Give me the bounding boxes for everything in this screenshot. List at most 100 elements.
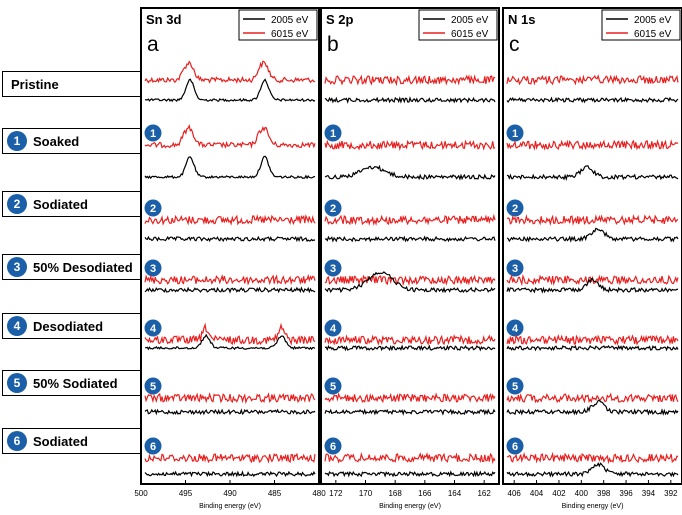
- panel-frame: [320, 7, 500, 485]
- x-tick-label: 400: [575, 489, 589, 498]
- series-6015-line: [324, 213, 496, 227]
- x-tick-label: 394: [642, 489, 656, 498]
- series-2005-line: [324, 164, 496, 181]
- sample-number-badge: 2: [7, 194, 27, 214]
- sample-number-text: 5: [330, 381, 336, 393]
- series-2005-line: [324, 344, 496, 352]
- series-6015-line: [144, 322, 316, 346]
- sample-number-badge: [324, 259, 342, 277]
- panel-title: Sn 3d: [146, 12, 181, 27]
- series-2005-line: [506, 344, 679, 352]
- panel-letter: c: [509, 33, 520, 56]
- series-2005-line: [324, 470, 496, 478]
- panel-title: S 2p: [326, 12, 354, 27]
- x-tick-label: 166: [418, 489, 432, 498]
- sample-number-text: 6: [330, 441, 336, 453]
- x-tick-label: 170: [359, 489, 373, 498]
- sample-number-badge: 4: [7, 316, 27, 336]
- series-2005-line: [144, 333, 316, 351]
- sample-number-text: 6: [150, 441, 156, 453]
- x-tick-label: 396: [619, 489, 633, 498]
- series-6015-line: [324, 139, 496, 152]
- legend-label: 6015 eV: [634, 29, 672, 40]
- legend-box: [601, 9, 681, 41]
- legend-label: 2005 eV: [634, 15, 672, 26]
- sample-number-text: 1: [150, 128, 156, 140]
- series-2005-line: [506, 96, 679, 104]
- series-6015-line: [144, 214, 316, 226]
- series-6015-line: [144, 452, 316, 464]
- series-2005-line: [506, 227, 679, 243]
- series-2005-line: [324, 271, 496, 294]
- series-2005-line: [324, 235, 496, 243]
- series-2005-line: [324, 96, 496, 104]
- sample-number-badge: [506, 319, 524, 337]
- sample-number-badge: [324, 319, 342, 337]
- series-6015-line: [324, 74, 496, 87]
- sample-label-text: 50% Desodiated: [33, 259, 133, 275]
- panel-frame: [502, 7, 682, 485]
- sample-number-badge: 5: [7, 373, 27, 393]
- series-6015-line: [144, 391, 316, 405]
- series-6015-line: [324, 392, 496, 404]
- series-6015-line: [506, 392, 679, 404]
- x-tick-label: 402: [552, 489, 566, 498]
- x-tick-label: 392: [664, 489, 678, 498]
- sample-label-text: Sodiated: [33, 433, 88, 449]
- x-axis-label: Binding energy (eV): [199, 503, 261, 510]
- sample-label-0: Pristine: [2, 71, 141, 97]
- x-axis-label: Binding energy (eV): [379, 503, 441, 510]
- sample-number-text: 1: [512, 128, 518, 140]
- x-tick-label: 500: [134, 489, 148, 498]
- sample-label-text: Desodiated: [33, 318, 104, 334]
- x-tick-label: 495: [179, 489, 193, 498]
- panel-letter: b: [327, 33, 339, 56]
- legend-label: 6015 eV: [271, 29, 309, 40]
- sample-number-text: 5: [150, 381, 156, 393]
- sample-number-badge: [324, 377, 342, 395]
- panel-letter: a: [147, 33, 159, 56]
- sample-number-badge: [144, 319, 162, 337]
- x-tick-label: 168: [388, 489, 402, 498]
- series-6015-line: [506, 74, 679, 86]
- sample-label-4: 4 Desodiated: [2, 313, 141, 339]
- sample-number-text: 6: [512, 441, 518, 453]
- x-tick-label: 162: [477, 489, 491, 498]
- legend-box: [418, 9, 498, 41]
- sample-label-text: Sodiated: [33, 196, 88, 212]
- sample-number-badge: [506, 437, 524, 455]
- sample-number-text: 3: [330, 263, 336, 275]
- x-tick-label: 172: [329, 489, 343, 498]
- panel-title: N 1s: [508, 12, 535, 27]
- sample-number-badge: [144, 259, 162, 277]
- x-tick-label: 404: [530, 489, 544, 498]
- sample-number-text: 3: [512, 263, 518, 275]
- sample-number-badge: [144, 377, 162, 395]
- sample-number-badge: [324, 437, 342, 455]
- sample-number-text: 5: [512, 381, 518, 393]
- sample-number-badge: [506, 377, 524, 395]
- x-tick-label: 485: [268, 489, 282, 498]
- series-6015-line: [506, 139, 679, 151]
- sample-number-text: 4: [330, 323, 337, 335]
- series-6015-line: [324, 274, 496, 287]
- legend-label: 2005 eV: [451, 15, 489, 26]
- sample-number-badge: [324, 199, 342, 217]
- series-2005-line: [506, 277, 679, 294]
- sample-number-badge: [144, 437, 162, 455]
- series-6015-line: [144, 60, 316, 85]
- sample-number-badge: [506, 124, 524, 142]
- x-tick-label: 398: [597, 489, 611, 498]
- legend-box: [238, 9, 318, 41]
- series-2005-line: [144, 235, 316, 243]
- series-2005-line: [144, 78, 316, 103]
- sample-number-text: 3: [150, 263, 156, 275]
- series-6015-line: [144, 273, 316, 286]
- sample-number-badge: [506, 199, 524, 217]
